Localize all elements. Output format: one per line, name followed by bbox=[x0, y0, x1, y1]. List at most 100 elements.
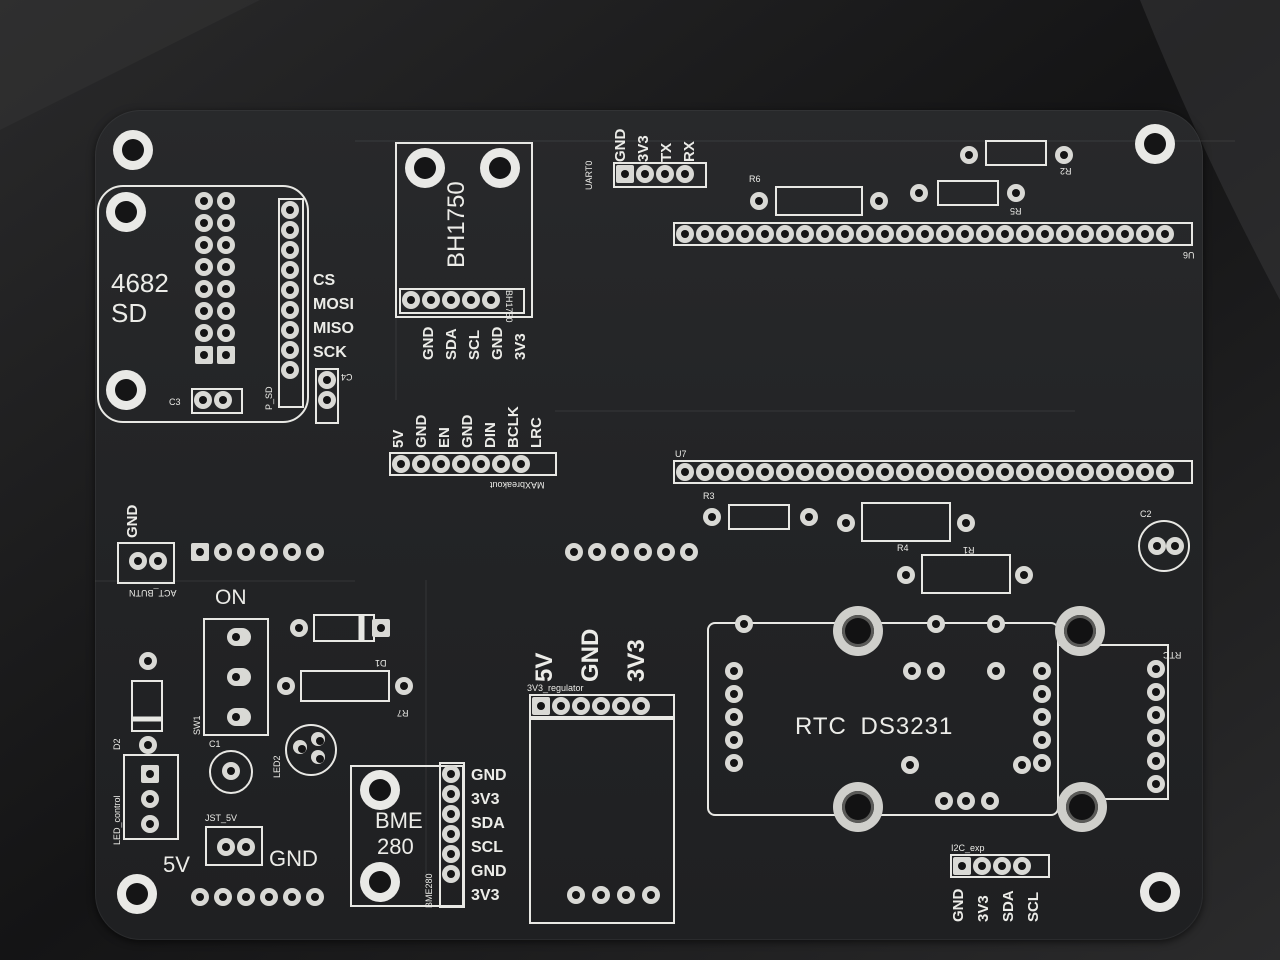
r4-label: R4 bbox=[897, 543, 909, 553]
pin-pad bbox=[1076, 463, 1094, 481]
pin-pad bbox=[412, 455, 430, 473]
c1-label: C1 bbox=[209, 739, 221, 749]
pin-pad bbox=[237, 888, 255, 906]
jst-connector bbox=[205, 826, 263, 866]
pin-pad bbox=[1116, 463, 1134, 481]
resistor-pad bbox=[800, 508, 818, 526]
pin-label: TX bbox=[658, 142, 675, 162]
rtc-outline bbox=[707, 622, 1059, 816]
sd-title-line2: SD bbox=[111, 298, 148, 328]
led2-label: LED2 bbox=[272, 755, 282, 778]
cap-pad bbox=[1166, 537, 1184, 555]
pin-pad bbox=[281, 341, 299, 359]
pin-pad bbox=[836, 463, 854, 481]
pin-pad bbox=[976, 463, 994, 481]
pin-pad bbox=[1096, 463, 1114, 481]
pin-pad bbox=[856, 225, 874, 243]
sd-pad bbox=[217, 258, 235, 276]
pin-pad bbox=[442, 865, 460, 883]
pin-pad bbox=[1056, 225, 1074, 243]
c4-label: C4 bbox=[341, 372, 353, 382]
resistor-pad bbox=[897, 566, 915, 584]
pin-pad bbox=[617, 886, 635, 904]
pin-pad bbox=[656, 165, 674, 183]
sd-pad bbox=[217, 236, 235, 254]
pin-label: GND bbox=[612, 128, 629, 162]
pin-pad bbox=[1056, 463, 1074, 481]
pin-pad bbox=[956, 463, 974, 481]
pin-pad bbox=[916, 225, 934, 243]
capacitor-c1 bbox=[209, 750, 253, 794]
pin-pad bbox=[442, 291, 460, 309]
led-control-connector bbox=[123, 754, 179, 840]
r6-label: R6 bbox=[749, 174, 761, 184]
bme280-mount-hole bbox=[360, 770, 400, 810]
act-button-connector bbox=[117, 542, 175, 584]
jst-5v-label: 5V bbox=[163, 852, 190, 877]
rtc-battery-outline bbox=[1059, 644, 1169, 800]
resistor-pad bbox=[277, 677, 295, 695]
pin-pad bbox=[532, 697, 550, 715]
pin-pad bbox=[442, 785, 460, 803]
pin-pad bbox=[634, 543, 652, 561]
pin-pad bbox=[214, 543, 232, 561]
pad-column bbox=[1147, 660, 1165, 793]
pin-pad bbox=[680, 543, 698, 561]
rtc-pad bbox=[903, 662, 921, 680]
diode-d2 bbox=[131, 680, 163, 732]
pin-pad bbox=[306, 543, 324, 561]
pin-pad bbox=[1136, 463, 1154, 481]
pin-pad bbox=[996, 225, 1014, 243]
bme280-ref: BME280 bbox=[424, 873, 434, 908]
pin-label: 3V3 bbox=[471, 887, 500, 904]
pin-pad bbox=[696, 463, 714, 481]
pin-label: GND bbox=[471, 767, 507, 784]
jst-gnd-label: GND bbox=[269, 846, 318, 871]
pin-pad bbox=[676, 225, 694, 243]
rtc-pad bbox=[981, 792, 999, 810]
rtc-pad bbox=[987, 662, 1005, 680]
bh1750-ref: BH1750 bbox=[504, 290, 514, 323]
pin-pad bbox=[996, 463, 1014, 481]
jst-pad bbox=[237, 838, 255, 856]
resistor-pad bbox=[1055, 146, 1073, 164]
pin-label: SCL bbox=[1025, 892, 1042, 922]
rtc-mount-hole bbox=[1055, 606, 1105, 656]
regulator-outline bbox=[529, 718, 675, 924]
pin-pad bbox=[1156, 225, 1174, 243]
sd-pad bbox=[217, 302, 235, 320]
pin-pad bbox=[816, 463, 834, 481]
pin-pad bbox=[725, 662, 743, 680]
pin-label: LRC bbox=[528, 417, 545, 448]
pin-label: 3V3 bbox=[471, 791, 500, 808]
pin-pad bbox=[736, 225, 754, 243]
pad-row bbox=[191, 888, 324, 906]
pin-pad bbox=[237, 543, 255, 561]
resistor-r5 bbox=[937, 180, 999, 206]
switch-pad bbox=[227, 668, 251, 686]
pin-pad bbox=[281, 361, 299, 379]
c3-label: C3 bbox=[169, 397, 181, 407]
r5-label: R5 bbox=[1010, 206, 1022, 216]
pin-pad bbox=[422, 291, 440, 309]
sd-pin-label: CS bbox=[313, 272, 336, 289]
pin-label: SDA bbox=[1000, 890, 1017, 922]
bh1750-outline bbox=[395, 142, 533, 318]
regulator-ref: 3V3_regulator bbox=[527, 683, 584, 693]
d1-label: D1 bbox=[375, 658, 387, 668]
pin-label: GND bbox=[489, 326, 506, 360]
resistor-r4 bbox=[861, 502, 951, 542]
diode-pad bbox=[290, 619, 308, 637]
pad-row bbox=[191, 543, 324, 561]
pin-pad bbox=[611, 543, 629, 561]
sd-pad bbox=[217, 324, 235, 342]
pin-label: 3V3 bbox=[512, 333, 529, 360]
bh1750-title: BH1750 bbox=[443, 181, 470, 268]
pin-pad bbox=[402, 291, 420, 309]
pin-label: GND bbox=[420, 326, 437, 360]
pin-pad bbox=[736, 463, 754, 481]
sw1-label: SW1 bbox=[192, 715, 202, 735]
pin-pad bbox=[916, 463, 934, 481]
resistor-pad bbox=[837, 514, 855, 532]
bme280-line2: 280 bbox=[377, 834, 414, 859]
